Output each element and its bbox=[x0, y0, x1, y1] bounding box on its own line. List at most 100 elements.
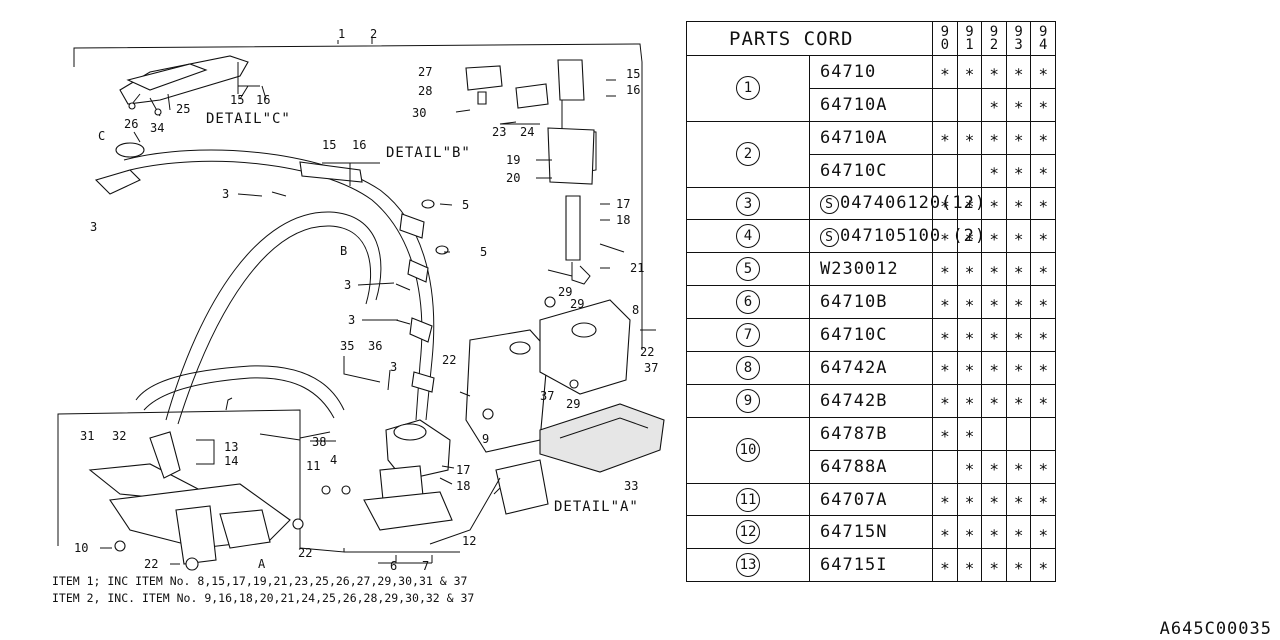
year-mark: ∗ bbox=[1030, 186, 1056, 221]
part-code: 64715N bbox=[809, 515, 934, 550]
item-number: 4 bbox=[685, 219, 811, 254]
part-code: 64710B bbox=[809, 285, 934, 320]
year-mark: ∗ bbox=[932, 548, 958, 583]
year-mark: ∗ bbox=[981, 449, 1007, 484]
year-mark: ∗ bbox=[981, 351, 1007, 385]
callout-16c: 16 bbox=[626, 83, 640, 97]
year-mark: ∗ bbox=[1030, 120, 1056, 155]
callout-labels: 1 2 3 3 3 3 3 4 5 5 6 7 8 9 10 11 12 13 … bbox=[74, 27, 658, 573]
callout-19: 19 bbox=[506, 153, 520, 167]
callout-1: 1 bbox=[338, 27, 345, 41]
table-row: 64710A∗∗∗ bbox=[687, 87, 1056, 122]
year-mark: ∗ bbox=[956, 318, 983, 353]
callout-10: 10 bbox=[74, 541, 88, 555]
callout-22b: 22 bbox=[640, 345, 654, 359]
retractor-assembly bbox=[385, 296, 656, 481]
item-number: 6 bbox=[685, 285, 811, 320]
reference-code: A645C00035 bbox=[1159, 619, 1272, 639]
callout-6: 6 bbox=[390, 559, 397, 573]
item-number: 1 bbox=[685, 55, 811, 122]
callout-8: 8 bbox=[632, 303, 639, 317]
year-mark: ∗ bbox=[1005, 219, 1032, 254]
callout-7: 7 bbox=[422, 559, 429, 573]
year-mark: ∗ bbox=[932, 482, 958, 517]
year-mark: ∗ bbox=[981, 252, 1007, 287]
year-mark: ∗ bbox=[932, 515, 958, 550]
year-mark bbox=[956, 153, 983, 188]
callout-37b: 37 bbox=[644, 361, 658, 375]
standard-part-symbol: S bbox=[820, 227, 840, 247]
item-number: 3 bbox=[685, 186, 811, 221]
detail-a-label: DETAIL"A" bbox=[554, 499, 639, 515]
callout-29b: 29 bbox=[570, 297, 584, 311]
part-code: 64787B bbox=[809, 416, 934, 451]
callout-33: 33 bbox=[624, 479, 638, 493]
item-number: 11 bbox=[685, 482, 811, 517]
year-mark: ∗ bbox=[1030, 449, 1056, 484]
table-row: 64788A∗∗∗∗ bbox=[687, 449, 1056, 484]
item-notes: ITEM 1; INC ITEM No. 8,15,17,19,21,23,25… bbox=[52, 574, 474, 605]
year-mark: ∗ bbox=[981, 120, 1007, 155]
year-mark bbox=[1030, 416, 1056, 451]
year-mark: ∗ bbox=[981, 285, 1007, 320]
year-mark bbox=[1005, 416, 1032, 451]
year-mark: ∗ bbox=[1030, 548, 1056, 583]
item-number: 7 bbox=[685, 318, 811, 353]
year-mark: ∗ bbox=[1030, 87, 1056, 122]
callout-12: 12 bbox=[462, 534, 476, 548]
year-mark: ∗ bbox=[1030, 515, 1056, 550]
callout-3b: 3 bbox=[222, 187, 229, 201]
callout-38: 38 bbox=[312, 435, 326, 449]
year-mark: ∗ bbox=[932, 285, 958, 320]
callout-15b: 15 bbox=[322, 138, 336, 152]
year-mark: ∗ bbox=[956, 285, 983, 320]
part-code: 64715I bbox=[809, 548, 934, 583]
part-code: 64710 bbox=[809, 55, 934, 89]
year-mark: ∗ bbox=[1005, 120, 1032, 155]
part-code: 64710A bbox=[809, 120, 934, 155]
year-mark: ∗ bbox=[1005, 383, 1032, 418]
year-mark: ∗ bbox=[932, 55, 958, 89]
callout-14: 14 bbox=[224, 454, 238, 468]
callout-20: 20 bbox=[506, 171, 520, 185]
item-number: 13 bbox=[685, 548, 811, 583]
callout-27: 27 bbox=[418, 65, 432, 79]
callout-24: 24 bbox=[520, 125, 534, 139]
callout-18b: 18 bbox=[456, 479, 470, 493]
item-number: 9 bbox=[685, 383, 811, 418]
item-number: 10 bbox=[685, 416, 811, 484]
year-mark: ∗ bbox=[1005, 449, 1032, 484]
item-2-note: ITEM 2, INC. ITEM No. 9,16,18,20,21,24,2… bbox=[52, 591, 474, 605]
callout-31: 31 bbox=[80, 429, 94, 443]
year-mark: ∗ bbox=[956, 515, 983, 550]
callout-15c: 15 bbox=[626, 67, 640, 81]
part-code: 64788A bbox=[809, 449, 934, 484]
year-mark: ∗ bbox=[981, 55, 1007, 89]
year-mark: ∗ bbox=[1030, 482, 1056, 517]
year-mark: ∗ bbox=[956, 383, 983, 418]
year-mark: ∗ bbox=[1005, 186, 1032, 221]
year-mark: ∗ bbox=[1005, 351, 1032, 385]
year-mark: ∗ bbox=[981, 318, 1007, 353]
year-mark: ∗ bbox=[1005, 548, 1032, 583]
callout-3: 3 bbox=[90, 220, 97, 234]
year-mark: ∗ bbox=[1005, 482, 1032, 517]
year-mark: ∗ bbox=[932, 219, 958, 254]
year-mark: ∗ bbox=[932, 318, 958, 353]
callout-26: 26 bbox=[124, 117, 138, 131]
detail-b-label: DETAIL"B" bbox=[386, 145, 471, 161]
year-mark: ∗ bbox=[981, 515, 1007, 550]
parts-cord-header: PARTS CORD bbox=[685, 21, 934, 56]
detail-labels: DETAIL"C" DETAIL"B" DETAIL"A" bbox=[206, 111, 639, 515]
callout-28: 28 bbox=[418, 84, 432, 98]
callout-18: 18 bbox=[616, 213, 630, 227]
